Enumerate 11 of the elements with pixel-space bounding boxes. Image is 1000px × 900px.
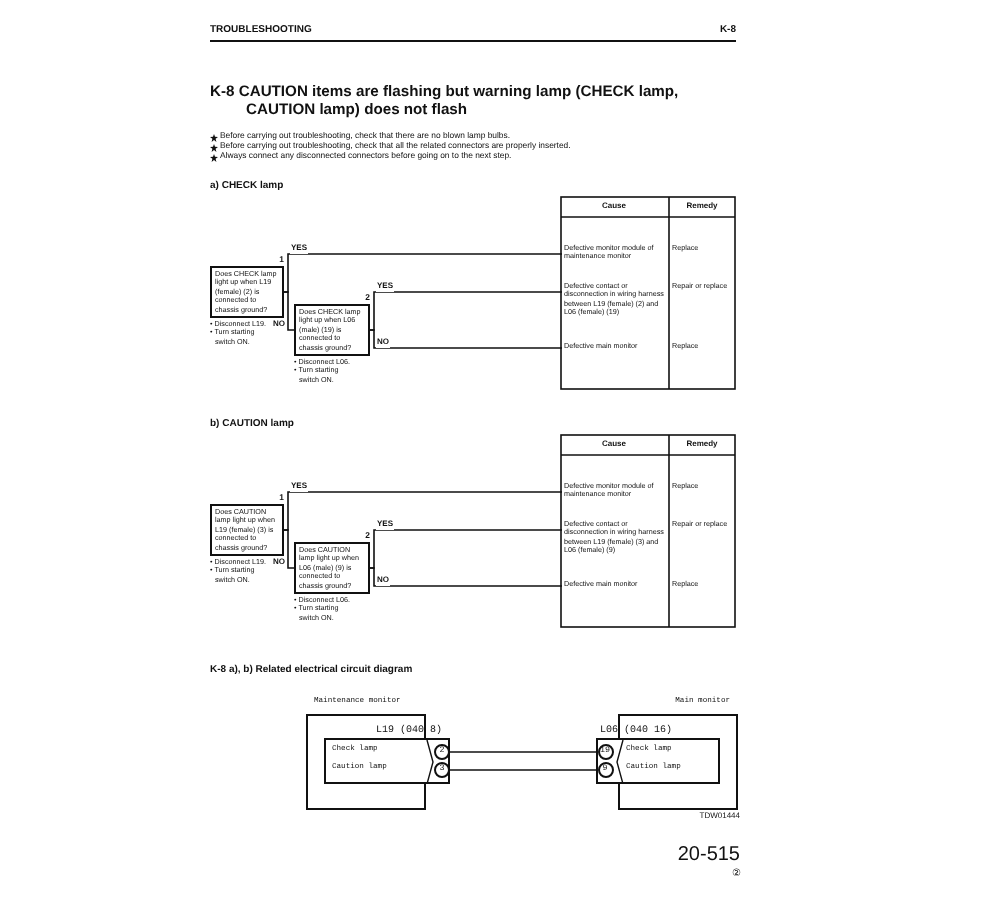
connector-line <box>283 491 563 531</box>
connector-line <box>369 291 563 331</box>
connector-line <box>283 253 563 293</box>
connector-line <box>369 529 563 569</box>
connector-line <box>449 751 598 753</box>
connector-line <box>369 329 563 349</box>
page-number: 20-515 <box>675 844 740 867</box>
connector-line <box>283 529 295 569</box>
connector-line <box>369 567 563 587</box>
connector-line <box>283 291 295 331</box>
connector-line <box>449 769 598 771</box>
